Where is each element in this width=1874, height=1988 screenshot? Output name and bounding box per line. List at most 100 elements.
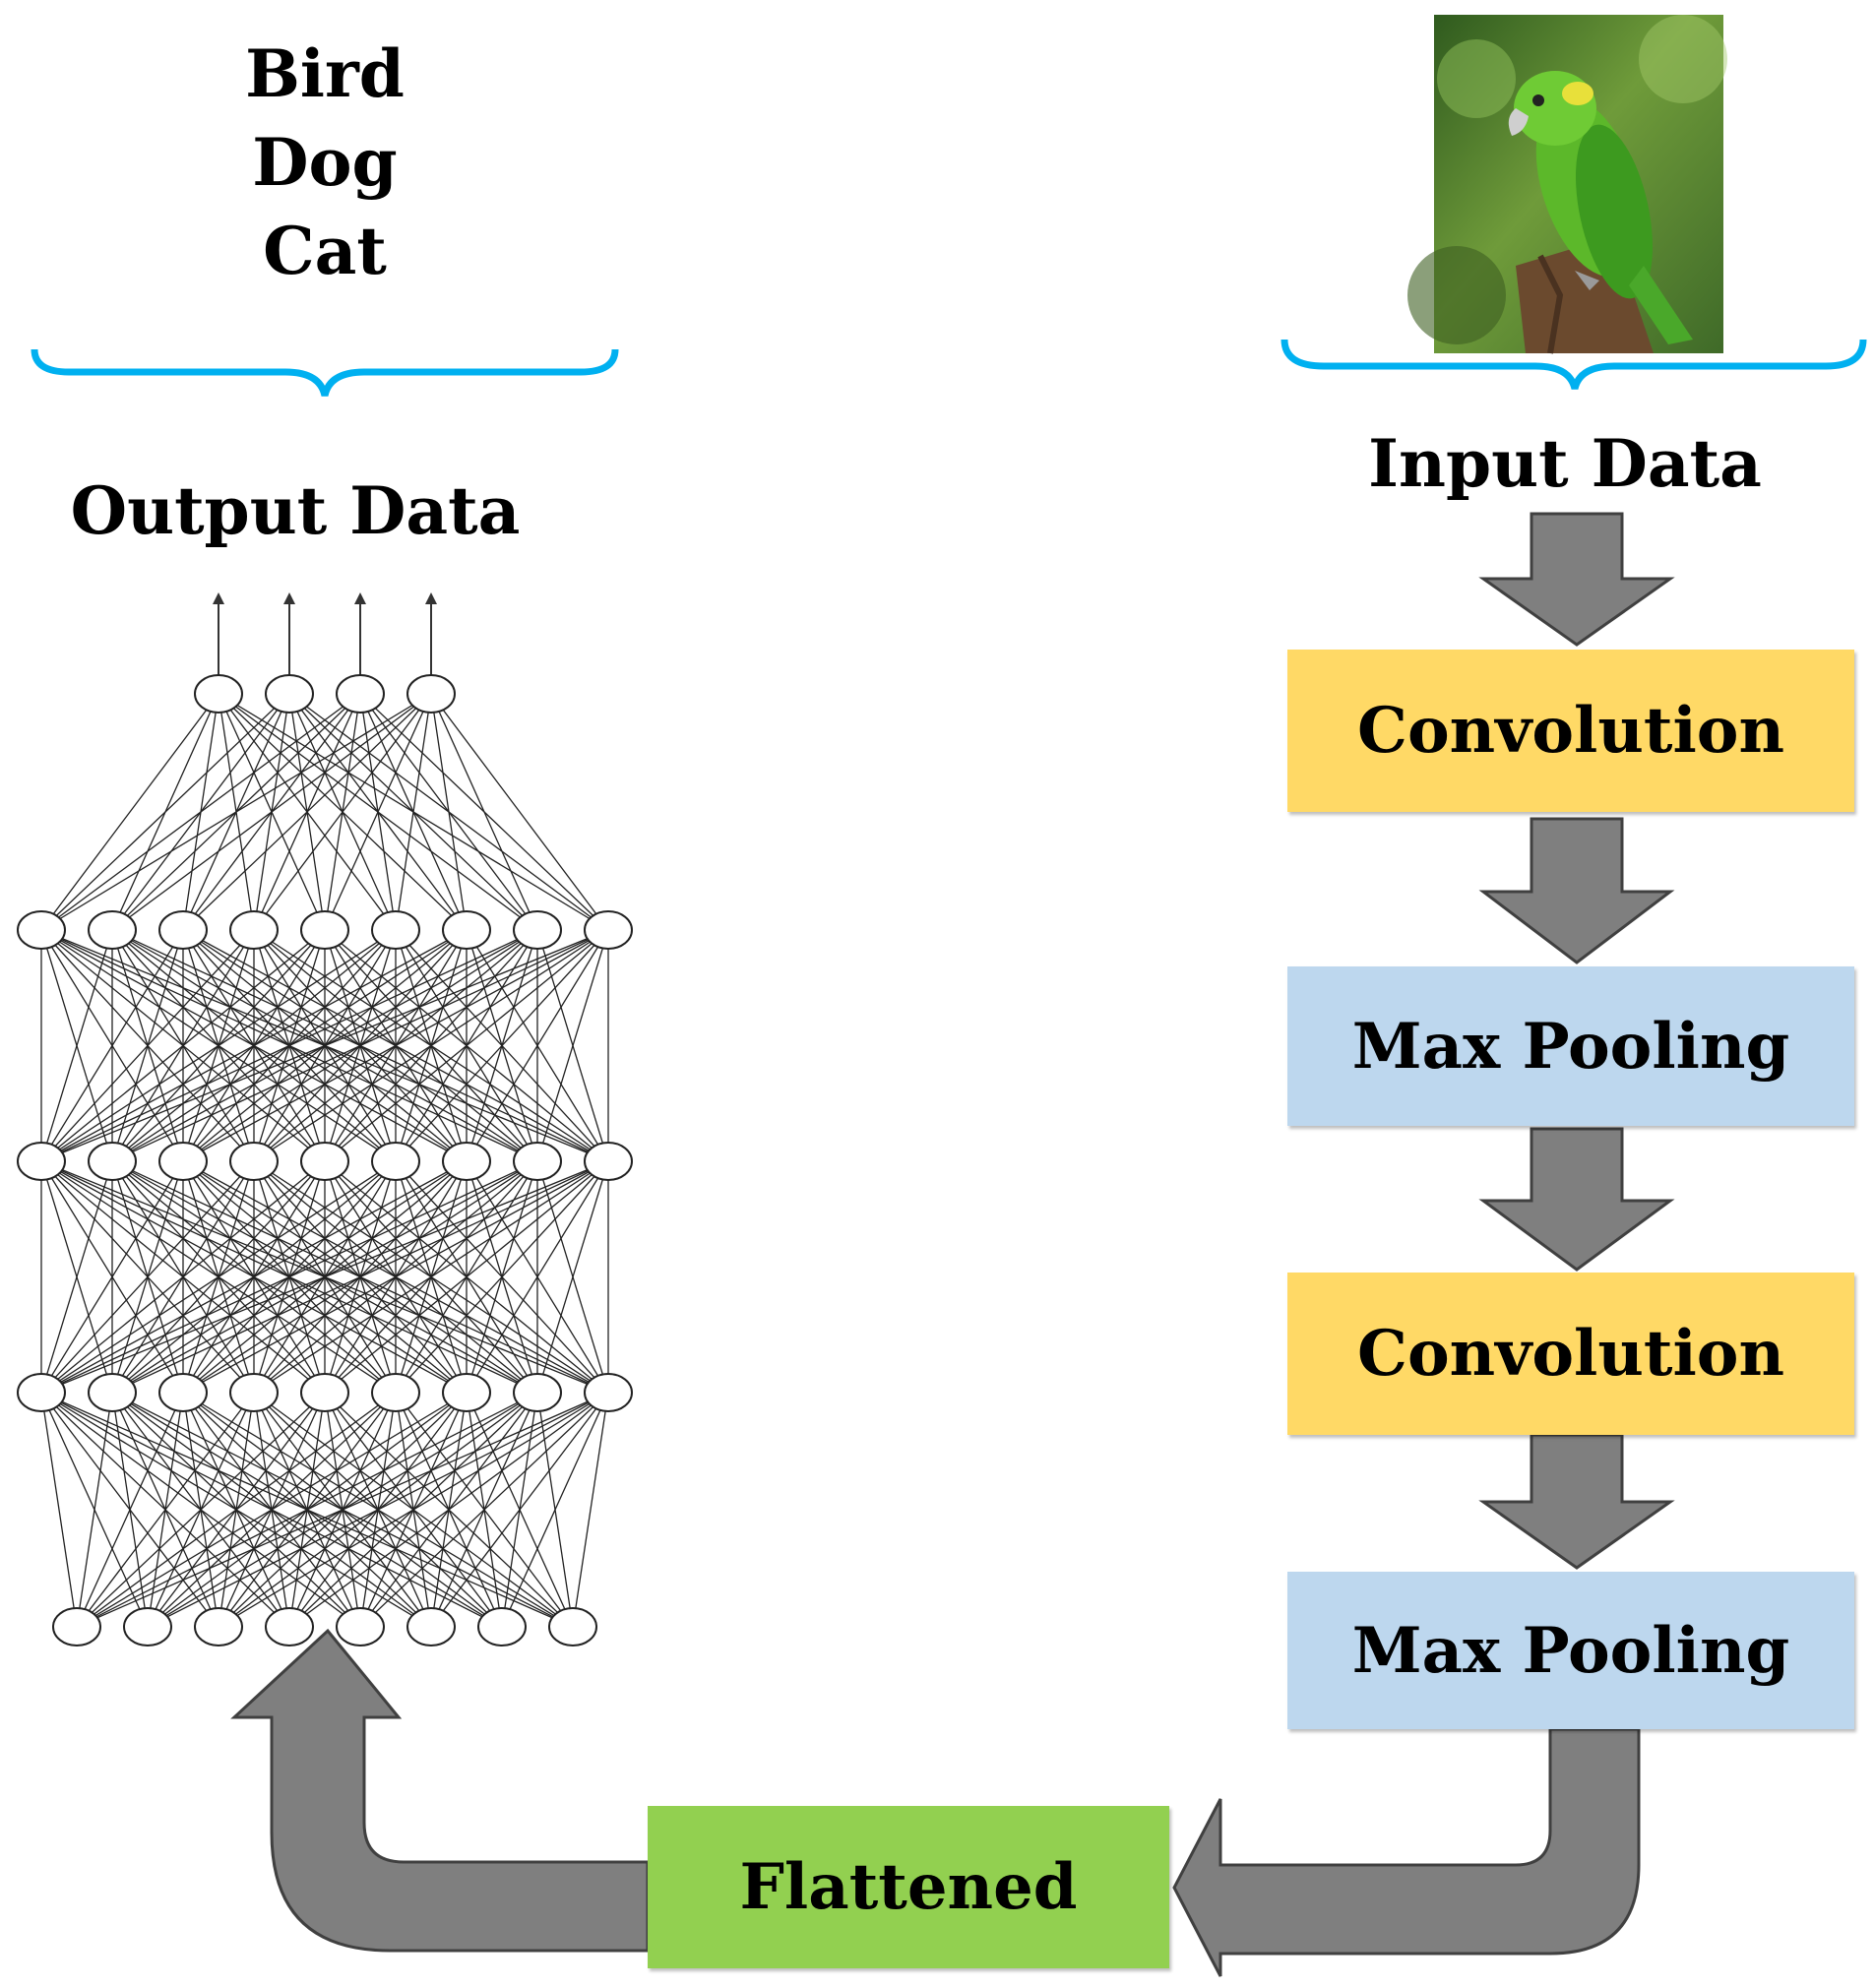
convolution-box-2: Convolution — [1287, 1273, 1854, 1435]
network-edge — [40, 693, 290, 931]
convolution-box-1: Convolution — [1287, 650, 1854, 812]
network-node — [229, 910, 279, 950]
network-edge — [430, 693, 468, 931]
network-node — [513, 1142, 562, 1181]
network-node — [88, 1142, 137, 1181]
max-pooling-box-1: Max Pooling — [1287, 966, 1854, 1126]
network-edge — [40, 693, 432, 931]
network-node — [371, 1142, 420, 1181]
arrow-conv1-to-pool1 — [1478, 817, 1675, 964]
network-edge — [466, 1160, 609, 1394]
network-edge — [395, 1160, 609, 1394]
network-edge — [76, 1392, 468, 1628]
network-edge — [40, 929, 255, 1162]
network-node — [194, 674, 243, 714]
network-node — [158, 1373, 208, 1412]
network-edge — [40, 1160, 538, 1394]
network-edge — [40, 1160, 397, 1394]
network-node — [336, 674, 385, 714]
arrow-pool2-to-flattened — [1172, 1727, 1641, 1977]
network-node — [442, 1142, 491, 1181]
network-edge — [40, 1160, 326, 1394]
arrow-flattened-to-network — [230, 1628, 650, 1953]
network-node — [158, 1142, 208, 1181]
network-edge — [76, 1392, 184, 1628]
network-edge — [40, 1392, 78, 1628]
network-edge — [40, 1160, 468, 1394]
output-brace — [31, 348, 619, 397]
network-node — [477, 1607, 527, 1646]
network-edge — [324, 1160, 609, 1394]
network-edge — [76, 1392, 113, 1628]
arrow-conv2-to-pool2 — [1478, 1433, 1675, 1570]
network-edge — [40, 693, 361, 931]
network-edge — [40, 929, 468, 1162]
network-node — [406, 674, 456, 714]
network-edge — [40, 929, 326, 1162]
network-edge — [40, 929, 609, 1162]
network-node — [194, 1607, 243, 1646]
arrow-input-to-conv1 — [1478, 512, 1675, 647]
network-edge — [359, 1392, 609, 1628]
network-node — [123, 1607, 172, 1646]
network-edge — [324, 693, 432, 931]
network-edge — [430, 693, 538, 931]
network-node — [300, 1373, 349, 1412]
network-edge — [111, 693, 432, 931]
network-node — [17, 1142, 66, 1181]
network-edge — [111, 929, 609, 1162]
network-edge — [40, 1160, 255, 1394]
network-node — [371, 1373, 420, 1412]
network-edge — [40, 1160, 609, 1394]
network-node — [17, 910, 66, 950]
class-label-dog: Dog — [252, 124, 398, 201]
neural-network — [17, 592, 633, 1646]
network-edge — [218, 1392, 609, 1628]
network-node — [513, 1373, 562, 1412]
network-edge — [40, 929, 538, 1162]
network-edge — [76, 1392, 609, 1628]
class-label-cat: Cat — [263, 213, 387, 289]
network-node — [442, 910, 491, 950]
network-edge — [536, 929, 609, 1162]
network-edge — [111, 1160, 609, 1394]
network-node — [336, 1607, 385, 1646]
network-edge — [536, 1160, 609, 1394]
network-edge — [253, 929, 609, 1162]
network-node — [300, 910, 349, 950]
network-edge — [466, 929, 609, 1162]
network-edge — [40, 1160, 113, 1394]
class-label-bird: Bird — [245, 35, 405, 112]
network-node — [584, 1373, 633, 1412]
network-edge — [572, 1392, 609, 1628]
network-node — [300, 1142, 349, 1181]
network-node — [406, 1607, 456, 1646]
network-node — [513, 910, 562, 950]
network-edge — [430, 1392, 609, 1628]
network-node — [52, 1607, 101, 1646]
network-edge — [182, 929, 609, 1162]
network-edge — [395, 929, 609, 1162]
network-edge — [76, 1392, 326, 1628]
network-node — [17, 1373, 66, 1412]
network-edge — [253, 1160, 609, 1394]
network-edge — [501, 1392, 609, 1628]
network-edge — [40, 693, 219, 931]
network-node — [265, 674, 314, 714]
network-node — [584, 910, 633, 950]
network-edge — [395, 693, 432, 931]
network-edge — [182, 1160, 609, 1394]
network-edge — [182, 693, 432, 931]
network-edge — [147, 1392, 609, 1628]
network-edge — [76, 1392, 255, 1628]
network-node — [229, 1373, 279, 1412]
output-class-list: Bird Dog Cat — [167, 30, 482, 295]
network-edge — [430, 693, 609, 931]
network-edge — [40, 1160, 184, 1394]
max-pooling-box-2: Max Pooling — [1287, 1572, 1854, 1729]
flattened-box: Flattened — [648, 1806, 1169, 1968]
network-node — [88, 1373, 137, 1412]
network-edge — [288, 1392, 609, 1628]
